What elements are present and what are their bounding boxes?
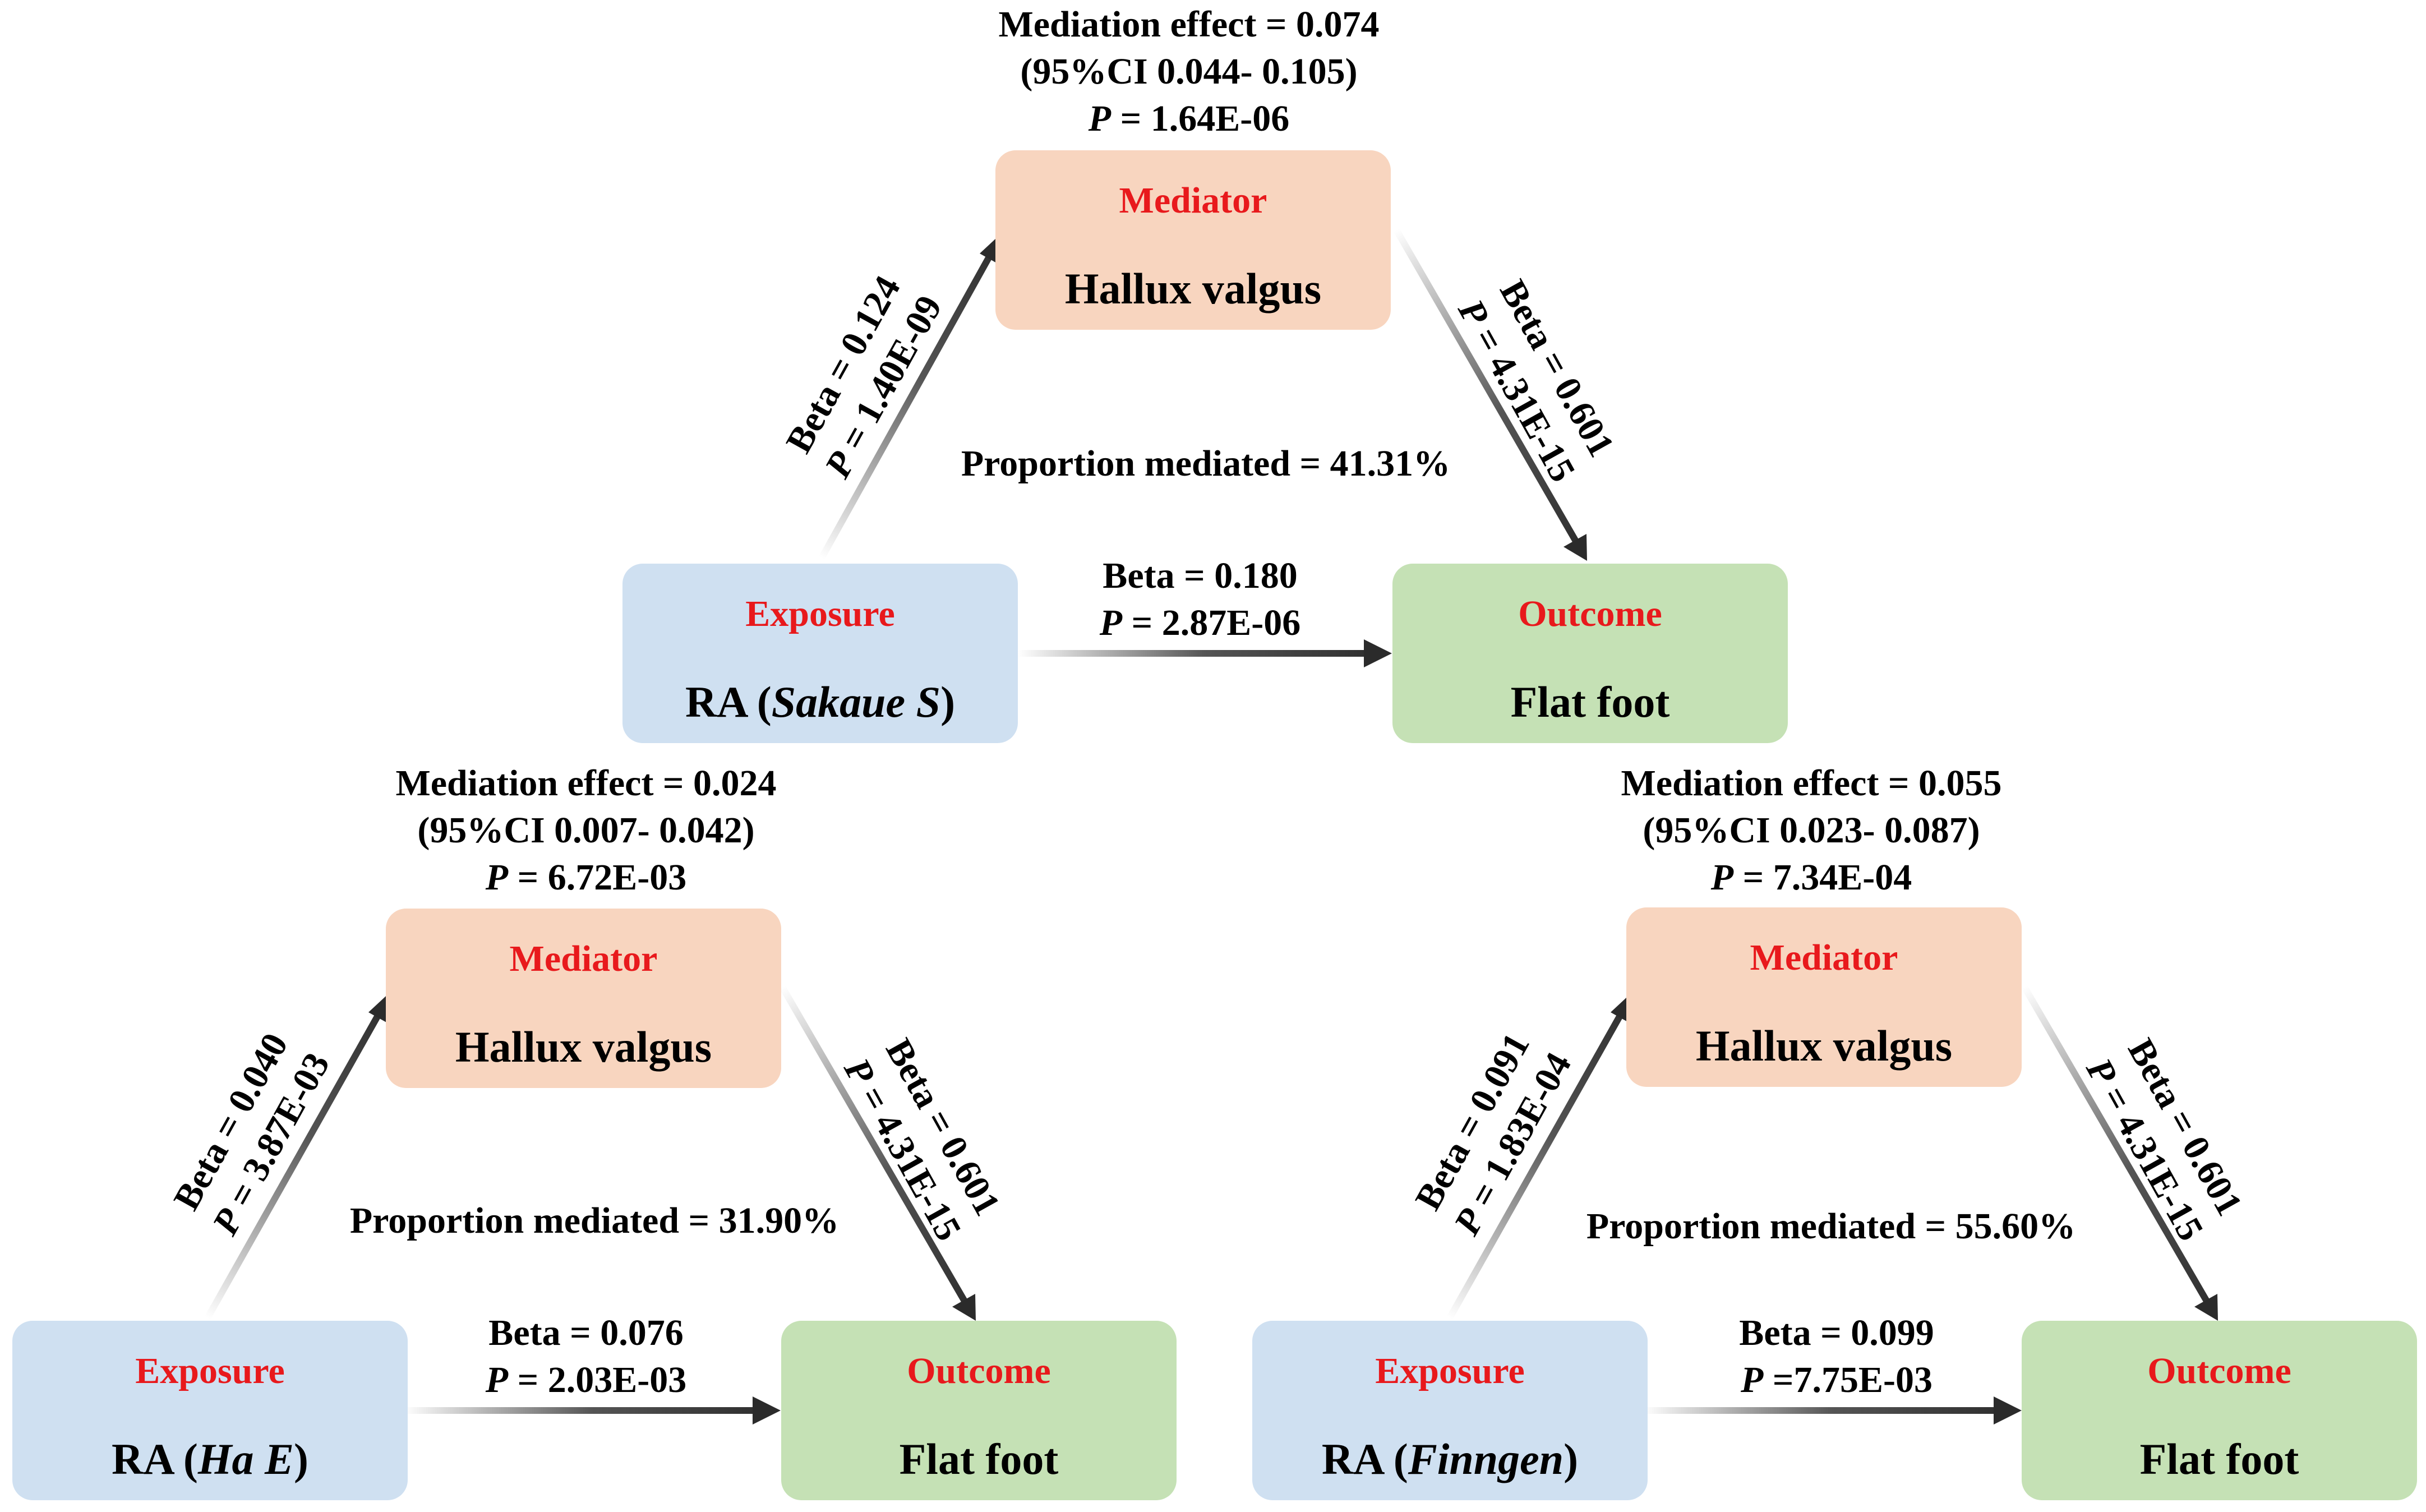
mediator-name: Hallux valgus [455,1022,712,1071]
exposure-name-suffix: ) [940,677,956,726]
outcome-role: Outcome [907,1350,1051,1391]
outcome-name: Flat foot [2139,1435,2299,1483]
exposure-name: RA (Finngen) [1322,1434,1578,1485]
exposure-name-suffix: ) [1563,1435,1579,1483]
proportion-mediated: Proportion mediated = 41.31% [961,443,1451,484]
direct-beta: Beta = 0.099 [1739,1312,1934,1353]
mediator-role: Mediator [1119,180,1267,221]
p-label: P [1088,98,1111,139]
direct-effect-label: Beta = 0.180 P = 2.87E-06 [1004,552,1396,647]
direct-p: P = 2.03E-03 [390,1357,782,1404]
arrowhead [753,1396,781,1425]
mediation-effect-value: Mediation effect = 0.024 [395,763,777,804]
exposure-role: Exposure [135,1350,285,1391]
arrowhead [1364,639,1392,667]
p-label: P [1741,1359,1764,1400]
mediation-p: P = 7.34E-04 [1503,854,2120,901]
mediation-effect-label: Mediation effect = 0.074 (95%CI 0.044- 0… [880,1,1497,142]
p-value: = 2.03E-03 [508,1359,687,1400]
arrow-mediator-to-outcome [1393,228,1579,543]
mediator-name: Hallux valgus [1064,264,1322,313]
p-value: = 6.72E-03 [508,857,687,898]
arrowhead [2194,1294,2218,1321]
exposure-name-suffix: ) [294,1435,309,1483]
arrow-exposure-to-mediator [1446,1008,1627,1320]
mediator-role: Mediator [1750,937,1898,978]
arrowhead [1563,534,1587,561]
mediation-p: P = 6.72E-03 [278,854,894,901]
direct-p: P =7.75E-03 [1640,1357,2033,1404]
exposure-role: Exposure [745,593,895,634]
mediation-effect-label: Mediation effect = 0.055 (95%CI 0.023- 0… [1503,760,2120,901]
exposure-box: Exposure RA (Ha E) [12,1321,408,1500]
p-label: P [485,857,509,898]
p-value: =7.75E-03 [1763,1359,1933,1400]
mediation-ci: (95%CI 0.023- 0.087) [1643,810,1980,851]
exposure-dataset: Sakaue S [771,677,941,726]
outcome-box: Outcome Flat foot [781,1321,1177,1500]
proportion-mediated: Proportion mediated = 31.90% [349,1200,840,1241]
mediation-effect-label: Mediation effect = 0.024 (95%CI 0.007- 0… [278,760,894,901]
exposure-box: Exposure RA (Finngen) [1252,1321,1648,1500]
exposure-box: Exposure RA (Sakaue S) [622,564,1018,743]
outcome-role: Outcome [2147,1350,2291,1391]
arrow-mediator-to-outcome [779,985,968,1303]
p-value: = 1.64E-06 [1111,98,1290,139]
p-label: P [1710,857,1734,898]
proportion-mediated: Proportion mediated = 55.60% [1586,1206,2076,1247]
p-value: = 2.87E-06 [1122,602,1301,643]
exposure-role: Exposure [1375,1350,1525,1391]
outcome-name: Flat foot [1510,677,1670,726]
exposure-dataset: Ha E [197,1435,294,1483]
p-value: = 7.34E-04 [1733,857,1912,898]
p-label: P [485,1359,509,1400]
outcome-box: Outcome Flat foot [2022,1321,2417,1500]
exposure-name: RA (Ha E) [112,1434,308,1485]
mediator-name: Hallux valgus [1695,1021,1953,1070]
outcome-role: Outcome [1518,593,1662,634]
mediator-box: Mediator Hallux valgus [1626,907,2022,1087]
exposure-name-prefix: RA ( [1321,1435,1408,1483]
exposure-dataset: Finngen [1408,1435,1564,1483]
exposure-name: RA (Sakaue S) [685,677,955,727]
arrowhead [952,1294,976,1321]
arrow-exposure-to-mediator [204,1008,385,1320]
p-label: P [1099,602,1123,643]
mediation-effect-value: Mediation effect = 0.074 [998,4,1380,45]
mediator-box: Mediator Hallux valgus [386,909,781,1088]
direct-beta: Beta = 0.180 [1103,555,1298,596]
direct-effect-label: Beta = 0.099 P =7.75E-03 [1640,1310,2033,1404]
mediation-ci: (95%CI 0.044- 0.105) [1020,51,1358,92]
mediator-role: Mediator [509,938,658,979]
outcome-box: Outcome Flat foot [1392,564,1788,743]
direct-effect-label: Beta = 0.076 P = 2.03E-03 [390,1310,782,1404]
direct-p: P = 2.87E-06 [1004,600,1396,647]
exposure-name-prefix: RA ( [685,677,772,726]
mediator-box: Mediator Hallux valgus [995,150,1391,330]
mediation-p: P = 1.64E-06 [880,95,1497,142]
mediation-effect-value: Mediation effect = 0.055 [1621,763,2002,804]
arrow-mediator-to-outcome [2021,985,2210,1303]
outcome-name: Flat foot [899,1435,1059,1483]
direct-beta: Beta = 0.076 [488,1312,684,1353]
exposure-name-prefix: RA ( [111,1435,198,1483]
mediation-ci: (95%CI 0.007- 0.042) [417,810,755,851]
arrow-exposure-to-mediator [818,249,996,560]
arrowhead [1994,1396,2022,1425]
